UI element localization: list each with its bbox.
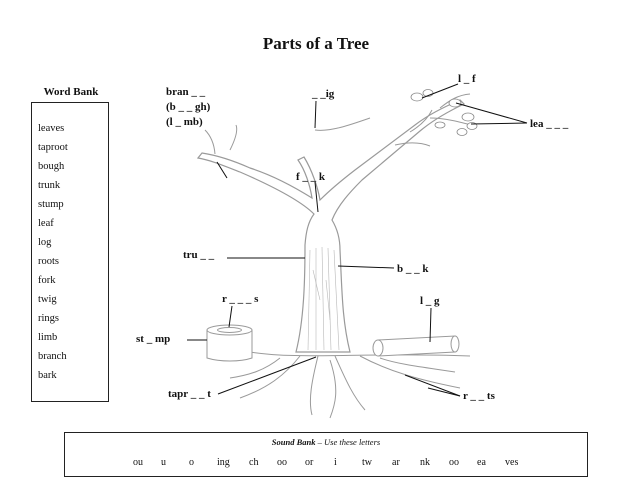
label-fork: f _ _ k <box>296 171 326 183</box>
word-bank-word: taproot <box>38 142 68 153</box>
sound-bank-letters: ves <box>505 457 519 468</box>
sound-bank-letters: ou <box>133 457 143 468</box>
word-bank-word: stump <box>38 199 64 210</box>
sound-bank-letters: oo <box>277 457 287 468</box>
sound-bank-letters: or <box>305 457 314 468</box>
sound-bank-letters: oo <box>449 457 459 468</box>
word-bank-word: branch <box>38 351 67 362</box>
label-leader-lines <box>187 83 528 397</box>
sound-bank-title: Sound Bank – Use these letters <box>65 437 587 447</box>
word-bank-box: leaves taproot bough trunk stump leaf lo… <box>31 102 109 402</box>
tree-leaves <box>410 89 478 136</box>
sound-bank-title-instruction: – Use these letters <box>315 437 381 447</box>
sound-bank-letters: i <box>334 457 337 468</box>
sound-bank-letters: ar <box>392 457 400 468</box>
label-log: l _ g <box>420 295 440 307</box>
sound-bank-letters: nk <box>420 457 430 468</box>
tree-trunk <box>196 99 466 353</box>
worksheet-title: Parts of a Tree <box>262 34 370 53</box>
label-roots: r _ _ ts <box>463 390 495 402</box>
word-bank-word: trunk <box>38 180 61 191</box>
label-trunk: tru _ _ <box>183 249 215 261</box>
word-bank-word: fork <box>38 275 56 286</box>
sound-bank-letters: ing <box>217 457 230 468</box>
sound-bank-letters: tw <box>362 457 372 468</box>
label-leaf: l _ f <box>458 73 476 85</box>
sound-bank-letters: u <box>161 457 166 468</box>
bark-texture <box>307 246 340 351</box>
word-bank-word: roots <box>38 256 59 267</box>
word-bank-word: rings <box>38 313 59 324</box>
label-twig: _ _ig <box>312 88 335 100</box>
label-rings: r _ _ _ s <box>222 293 259 305</box>
label-taproot: tapr _ _ t <box>168 388 211 400</box>
word-bank-word: leaves <box>38 123 65 134</box>
word-bank-word: bark <box>38 370 57 381</box>
sound-bank-title-bold: Sound Bank <box>271 437 316 447</box>
word-bank-word: leaf <box>38 218 54 229</box>
label-branch: bran _ _ <box>166 86 206 98</box>
label-limb: (l _ mb) <box>166 116 203 128</box>
word-bank-word: log <box>38 237 52 248</box>
label-stump: st _ mp <box>136 333 171 345</box>
label-leaves: lea _ _ _ <box>530 118 569 130</box>
word-bank-title: Word Bank <box>43 86 99 98</box>
tree-twigs <box>204 93 476 155</box>
tree-roots <box>229 351 471 419</box>
word-bank-word: limb <box>38 332 58 343</box>
label-bough: (b _ _ gh) <box>166 101 211 113</box>
tree-stump <box>206 324 253 362</box>
sound-bank-letters: ch <box>249 457 259 468</box>
tree-log <box>372 335 460 357</box>
sound-bank-letters: o <box>189 457 194 468</box>
word-bank-word: twig <box>38 294 57 305</box>
sound-bank-letters: ea <box>477 457 486 468</box>
label-bark: b _ _ k <box>397 263 429 275</box>
word-bank-word: bough <box>38 161 65 172</box>
sound-bank-box: Sound Bank – Use these letters ou u o in… <box>64 432 588 477</box>
